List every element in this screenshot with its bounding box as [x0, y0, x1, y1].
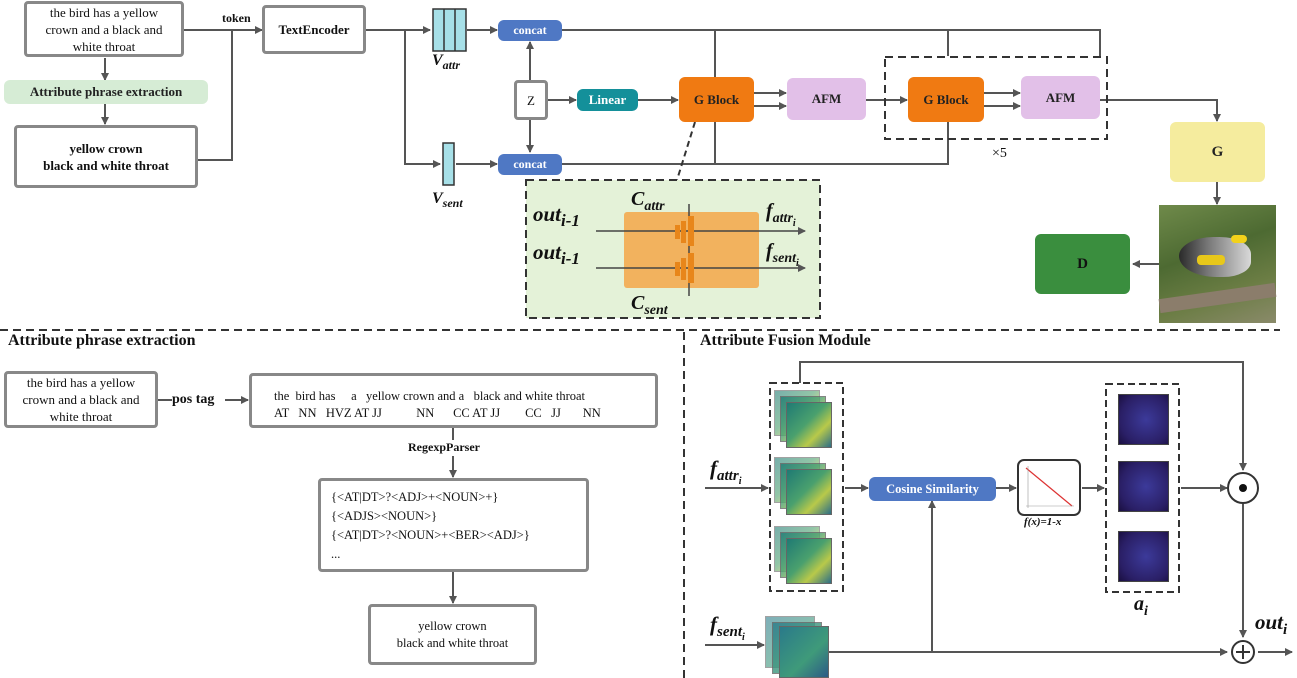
generator-box: G — [1170, 122, 1265, 182]
lp-input-box: the bird has a yellow crown and a black … — [4, 371, 158, 428]
v-sent-label: Vsent — [432, 190, 463, 211]
cosine-similarity-box: Cosine Similarity — [869, 477, 996, 501]
attention-map-2 — [1118, 461, 1169, 512]
linear-box: Linear — [577, 89, 638, 111]
afm-1: AFM — [787, 78, 866, 120]
bird-crown — [1231, 235, 1247, 243]
attention-map-3 — [1118, 531, 1169, 582]
pos-tag-box: the bird has a yellow crown and a black … — [249, 373, 658, 428]
g-block-2: G Block — [908, 77, 984, 122]
inset-out-1: outi-1 — [533, 202, 580, 231]
rp-f-sent-subsub: i — [742, 632, 745, 644]
text-encoder-box: TextEncoder — [262, 5, 366, 54]
out-i-label: outi — [1255, 610, 1288, 639]
inset-f-sent-subsub: i — [796, 257, 799, 269]
lp-result-line-2: black and white throat — [396, 635, 509, 650]
grammar-rule-1: {<AT|DT>?<ADJ>+<NOUN>+} — [331, 490, 499, 504]
inset-f-attr-sub: attri — [772, 211, 796, 229]
z-noise-box: Z — [514, 80, 548, 120]
phrases-box: yellow crown black and white throat — [14, 125, 198, 188]
inset-f-sent: fsenti — [766, 240, 799, 269]
rp-f-attr: fattri — [710, 456, 742, 488]
lp-result-box: yellow crown black and white throat — [368, 604, 537, 665]
sent-feature-map-c — [779, 626, 829, 678]
rp-f-attr-sub: attri — [717, 468, 742, 488]
grammar-rule-2: {<ADJS><NOUN>} — [331, 509, 438, 523]
left-panel-title: Attribute phrase extraction — [8, 332, 196, 349]
inset-out-2-sub: i-1 — [561, 249, 580, 269]
inset-f-attr: fattri — [766, 200, 796, 229]
inset-c-attr: Cattr — [631, 188, 665, 214]
out-i-sub: i — [1283, 622, 1288, 639]
grammar-ellipsis: ... — [331, 547, 341, 561]
g-block-1: G Block — [679, 77, 754, 122]
inset-out-1-sub: i-1 — [561, 211, 580, 231]
rp-f-sent-sub: senti — [717, 624, 745, 644]
v-attr-subscript: attr — [442, 58, 461, 73]
concat-bottom: concat — [498, 154, 562, 175]
inset-f-attr-subsub: i — [792, 217, 796, 229]
rp-f-attr-subsub: i — [738, 476, 742, 488]
repeat-label: ×5 — [992, 146, 1007, 161]
bird-image — [1158, 205, 1277, 323]
attribute-extraction-box: Attribute phrase extraction — [4, 80, 208, 104]
fx-label: f(x)=1-x — [1024, 516, 1062, 528]
a-i-label: ai — [1134, 593, 1148, 619]
grammar-rule-3: {<AT|DT>?<NOUN>+<BER><ADJ>} — [331, 528, 530, 542]
a-i-sub: i — [1144, 604, 1148, 619]
token-label: token — [222, 11, 251, 25]
attention-map-1 — [1118, 394, 1169, 445]
afm-2: AFM — [1021, 76, 1100, 119]
bird-branch — [1158, 282, 1277, 314]
discriminator-box: D — [1035, 234, 1130, 294]
inset-c-attr-sub: attr — [644, 199, 665, 214]
feature-map-1c — [786, 402, 832, 448]
inset-c-sent: Csent — [631, 292, 668, 318]
lp-result-line-1: yellow crown — [418, 618, 487, 633]
inset-c-sent-sub: sent — [644, 303, 668, 318]
tag-codes: AT NN HVZ AT JJ NN CC AT JJ CC JJ NN — [274, 405, 601, 420]
feature-map-3c — [786, 538, 832, 584]
pos-tag-label: pos tag — [172, 392, 215, 407]
rp-f-sent: fsenti — [710, 612, 745, 644]
grammar-box: {<AT|DT>?<ADJ>+<NOUN>+} {<ADJS><NOUN>} {… — [318, 478, 589, 572]
right-panel-title: Attribute Fusion Module — [700, 332, 871, 349]
inset-out-2: outi-1 — [533, 240, 580, 269]
v-attr-label: Vattr — [432, 52, 461, 73]
feature-map-2c — [786, 469, 832, 515]
tag-words: the bird has a yellow crown and a black … — [274, 388, 586, 403]
regexp-parser-label: RegexpParser — [408, 440, 480, 454]
concat-top: concat — [498, 20, 562, 41]
inset-f-sent-sub: senti — [772, 251, 799, 269]
v-sent-subscript: sent — [442, 196, 463, 211]
phrase-line-1: yellow crown — [69, 140, 143, 156]
phrase-line-2: black and white throat — [43, 157, 169, 173]
input-text-box: the bird has a yellow crown and a black … — [24, 1, 184, 57]
bird-wing — [1197, 255, 1225, 265]
